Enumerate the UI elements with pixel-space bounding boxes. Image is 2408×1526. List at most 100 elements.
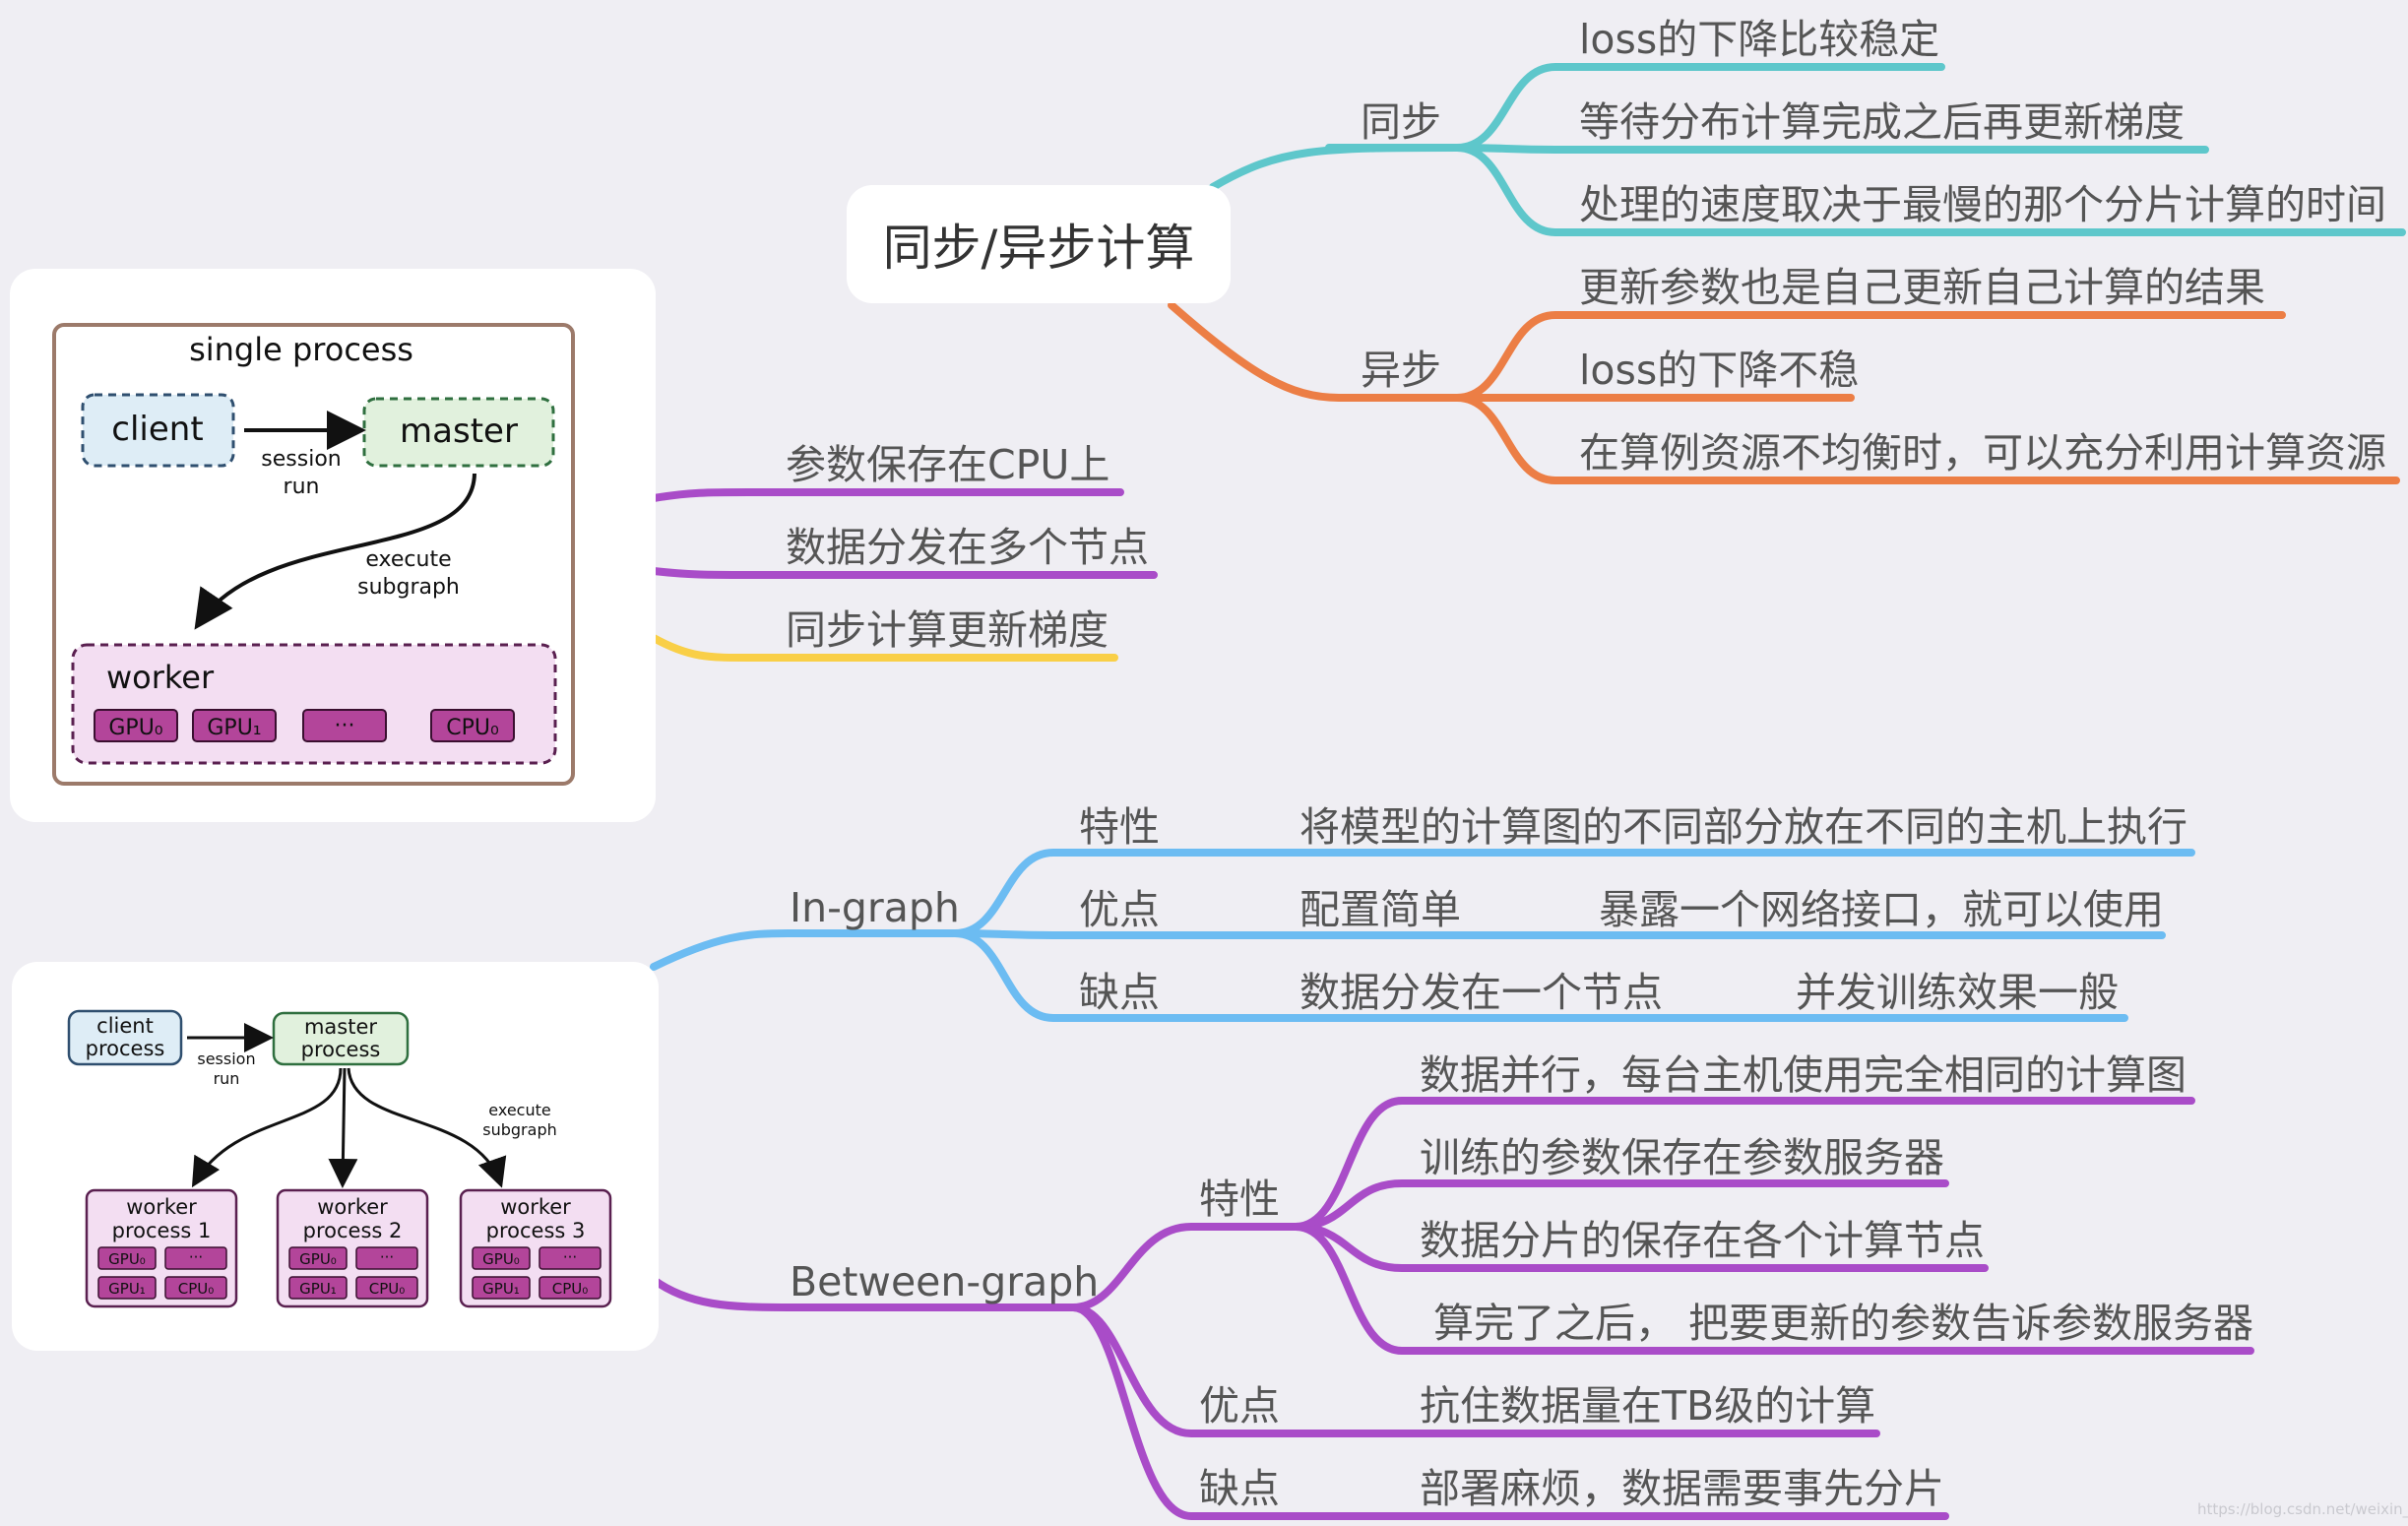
session-run-label-2: run [284,475,320,499]
worker-2-cpu0 [355,1276,418,1300]
master-box [362,397,555,468]
master-process-label-1: master [304,1015,377,1039]
between-graph-label[interactable]: Between-graph [790,1258,1100,1305]
device-gpu0-label: GPU₀ [108,716,162,740]
link-card2-betweengraph [650,1276,1077,1311]
arrow-to-worker-3 [347,1067,507,1188]
device-gpu0 [94,709,178,742]
link-async-item-3 [1453,394,2400,484]
execute-label-1: execute [365,547,451,572]
async-item-1[interactable]: 更新参数也是自己更新自己计算的结果 [1579,264,2265,311]
worker-3-cpu0-label: CPU₀ [552,1280,589,1298]
worker-1-more [164,1246,227,1270]
worker-3-more [539,1246,602,1270]
worker-2-label-2: process 2 [303,1219,403,1242]
worker-1-gpu0-label: GPU₀ [108,1250,146,1268]
root-node[interactable]: 同步/异步计算 [847,185,1231,303]
worker-2-gpu0 [288,1246,348,1270]
in-graph-cons-1[interactable]: 数据分发在一个节点 [1299,969,1663,1016]
in-graph-pros-2[interactable]: 暴露一个网络接口，就可以使用 [1599,886,2164,933]
multi-process-diagram-card[interactable]: client process master process session ru… [12,962,659,1351]
device-cpu0 [430,709,515,742]
single-item-2[interactable]: 数据分发在多个节点 [786,524,1149,571]
async-item-3[interactable]: 在算例资源不均衡时，可以充分利用计算资源 [1579,429,2386,477]
worker-1-gpu0 [97,1246,157,1270]
worker-1-gpu1-label: GPU₁ [108,1280,146,1298]
async-item-2[interactable]: loss的下降不稳 [1579,347,1860,394]
link-between-cons [1069,1303,1294,1520]
execute-subgraph-arrow [194,473,476,630]
in-graph-pros-label[interactable]: 优点 [1079,886,1160,933]
worker-1-cpu0 [164,1276,227,1300]
worker-2-cpu0-label: CPU₀ [369,1280,406,1298]
link-ingraph-pros [951,929,2166,939]
link-sync-item-1 [1453,63,1945,152]
link-between-feature-4 [1292,1223,2254,1355]
client-process-box [67,1009,183,1066]
between-graph-feature-1[interactable]: 数据并行，每台主机使用完全相同的计算图 [1420,1051,2186,1099]
between-graph-feature-3[interactable]: 数据分片的保存在各个计算节点 [1420,1217,1985,1264]
link-card2-ingraph [650,929,959,971]
in-graph-cons-2[interactable]: 并发训练效果一般 [1796,969,2119,1016]
link-async-item-1 [1453,311,2286,402]
session-run-label-1: session [261,447,341,472]
arrow-to-worker-2 [328,1067,358,1188]
in-graph-label[interactable]: In-graph [790,884,960,931]
between-graph-feature-2[interactable]: 训练的参数保存在参数服务器 [1420,1134,1944,1181]
in-graph-pros-1[interactable]: 配置简单 [1299,886,1461,933]
between-graph-pros-label[interactable]: 优点 [1199,1382,1280,1430]
worker-3-gpu1-label: GPU₁ [482,1280,520,1298]
worker-3-gpu0-label: GPU₀ [482,1250,520,1268]
between-graph-pros[interactable]: 抗住数据量在TB级的计算 [1420,1382,1876,1430]
client-process-label-2: process [86,1037,165,1060]
in-graph-feature[interactable]: 将模型的计算图的不同部分放在不同的主机上执行 [1299,803,2187,851]
link-root-async [1168,301,1461,402]
worker-2-more-label: ··· [380,1248,394,1266]
link-ingraph-feature [951,849,2195,937]
worker-1-label-2: process 1 [112,1219,212,1242]
link-sync-item-3 [1453,144,2406,236]
between-graph-cons[interactable]: 部署麻烦，数据需要事先分片 [1420,1465,1944,1512]
watermark: https://blog.csdn.net/weixin_... [2197,1500,2408,1518]
execute-multi-2: subgraph [482,1120,556,1139]
link-sync-item-2 [1453,144,2209,154]
worker-3-more-label: ··· [563,1248,577,1266]
link-root-sync [1209,144,1461,191]
worker-label: worker [106,659,215,696]
in-graph-feature-label[interactable]: 特性 [1079,803,1160,851]
worker-3-label-2: process 3 [486,1219,586,1242]
worker-3-gpu1 [472,1276,531,1300]
link-between-feature [1069,1223,1299,1311]
between-graph-cons-label[interactable]: 缺点 [1199,1465,1280,1512]
single-process-title: single process [189,331,413,368]
client-label: client [111,410,203,449]
sync-item-3[interactable]: 处理的速度取决于最慢的那个分片计算的时间 [1579,181,2386,228]
worker-2-gpu0-label: GPU₀ [299,1250,337,1268]
sync-branch-label[interactable]: 同步 [1361,98,1441,146]
single-process-diagram-card[interactable]: single process client master session run… [10,269,656,822]
session-run-multi-1: session [197,1049,255,1068]
worker-2-gpu1-label: GPU₁ [299,1280,337,1298]
between-graph-feature-4[interactable]: 算完了之后， 把要更新的参数告诉参数服务器 [1433,1300,2254,1347]
sync-item-1[interactable]: loss的下降比较稳定 [1579,16,1940,63]
multi-process-diagram: client process master process session ru… [67,1009,612,1308]
sync-item-2[interactable]: 等待分布计算完成之后再更新梯度 [1579,98,2185,146]
worker-1-gpu1 [97,1276,157,1300]
device-more [302,709,387,742]
worker-3-cpu0 [539,1276,602,1300]
execute-label-2: subgraph [357,575,460,600]
async-branch-label[interactable]: 异步 [1361,347,1441,394]
master-process-label-2: process [301,1038,381,1061]
worker-2-gpu1 [288,1276,348,1300]
single-process-diagram: single process client master session run… [52,323,575,786]
link-single-item-3 [650,634,1118,662]
link-single-item-1 [650,488,1124,502]
master-label: master [400,412,518,451]
worker-1-label-1: worker [126,1195,197,1219]
single-item-3[interactable]: 同步计算更新梯度 [786,606,1109,654]
link-single-item-2 [650,567,1158,579]
link-between-feature-1 [1292,1097,2195,1231]
single-item-1[interactable]: 参数保存在CPU上 [786,441,1110,488]
in-graph-cons-label[interactable]: 缺点 [1079,969,1160,1016]
between-graph-feature-label[interactable]: 特性 [1199,1176,1280,1223]
